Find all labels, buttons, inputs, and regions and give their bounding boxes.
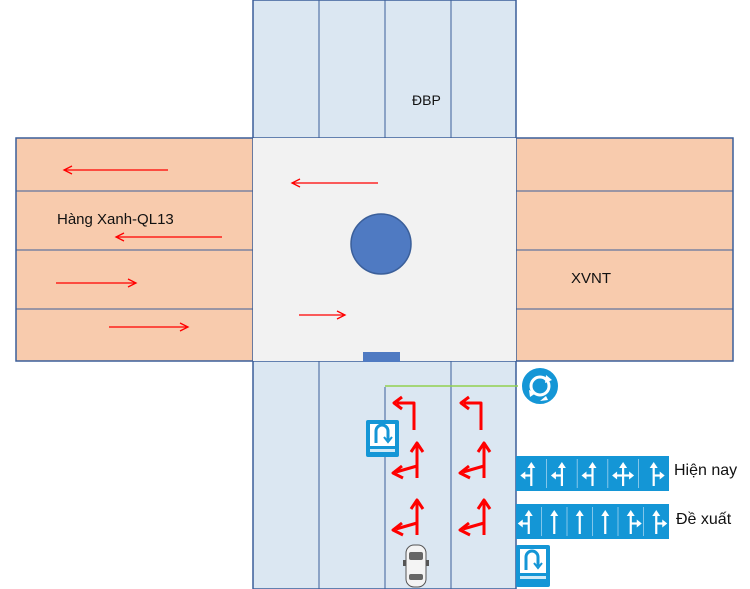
lane-straight-right-icon bbox=[626, 510, 642, 534]
roundabout bbox=[350, 213, 412, 275]
u-turn-icon bbox=[366, 420, 399, 457]
proposed-label: Đề xuất bbox=[676, 511, 732, 528]
car-icon bbox=[403, 544, 429, 588]
lane-left-straight-right-icon bbox=[612, 462, 635, 486]
waiting-box-top bbox=[363, 352, 400, 362]
lane-straight-icon bbox=[575, 510, 584, 534]
u-turn-sign-right bbox=[516, 545, 550, 587]
lane-left-straight-icon bbox=[520, 462, 536, 486]
roundabout-icon bbox=[520, 366, 560, 406]
current-label: Hiện nay bbox=[674, 462, 738, 479]
east-road-label: XVNT bbox=[571, 270, 612, 287]
west-road-label: Hàng Xanh-QL13 bbox=[57, 211, 174, 228]
lane-straight-icon bbox=[601, 510, 610, 534]
north-road-label: ĐBP bbox=[412, 92, 441, 108]
lane-straight-right-icon bbox=[652, 510, 668, 534]
lane-sign-current bbox=[516, 456, 669, 491]
lane-arrows bbox=[391, 395, 492, 537]
lane-left-straight-icon bbox=[581, 462, 597, 486]
lane-straight-icon bbox=[550, 510, 559, 534]
flow-arrows bbox=[56, 165, 378, 332]
lane-left-straight-icon bbox=[550, 462, 566, 486]
lane-left-straight-icon bbox=[517, 510, 533, 534]
lane-straight-right-icon bbox=[649, 462, 665, 486]
lane-sign-proposed bbox=[516, 504, 669, 539]
